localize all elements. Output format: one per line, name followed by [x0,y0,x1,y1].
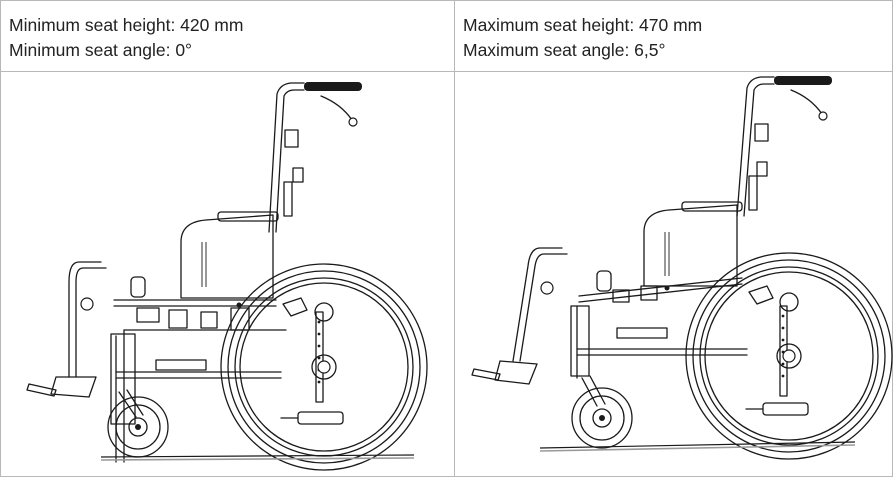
min-seat-angle-text: Minimum seat angle: 0° [9,40,193,60]
min-seat-height-text: Minimum seat height: 420 mm [9,15,244,35]
max-seat-angle-text: Maximum seat angle: 6,5° [463,40,666,60]
wheelchair-min-frame [26,82,428,471]
min-settings-cell: Minimum seat height: 420 mm Minimum seat… [0,0,455,72]
max-wheelchair-illustration-cell [454,71,893,477]
wheelchair-max-frame [471,76,893,460]
wheelchair-max-seat-drawing [471,76,893,460]
ground-line-max [539,441,856,449]
max-settings-cell: Maximum seat height: 470 mm Maximum seat… [454,0,893,72]
wheelchair-min-seat-drawing [26,82,428,471]
min-wheelchair-illustration-cell [0,71,455,477]
ground-line-min [100,454,415,458]
max-seat-height-text: Maximum seat height: 470 mm [463,15,703,35]
